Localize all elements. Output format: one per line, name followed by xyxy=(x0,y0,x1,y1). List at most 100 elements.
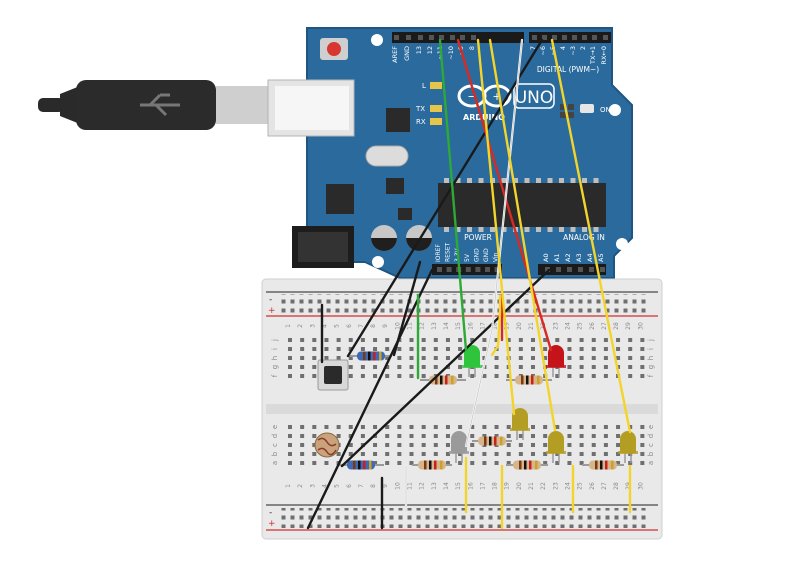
column-number: 26 xyxy=(589,482,596,490)
row-letter: f xyxy=(271,374,279,377)
led-l-label: L xyxy=(422,82,426,90)
wire xyxy=(346,38,544,358)
power-pin-label: Vin xyxy=(493,252,500,262)
column-number: 25 xyxy=(577,322,584,330)
digital-pin-label: 7 xyxy=(529,46,537,50)
column-number: 25 xyxy=(577,482,584,490)
digital-pin-label: ~3 xyxy=(569,46,577,56)
analog-pin-label: A2 xyxy=(564,253,572,262)
column-number: 15 xyxy=(455,482,462,490)
column-number: 28 xyxy=(613,322,620,330)
model-text: UNO xyxy=(515,88,554,108)
row-letter: d xyxy=(647,434,655,438)
svg-text:+: + xyxy=(492,90,501,103)
column-number: 9 xyxy=(382,324,389,328)
model-badge xyxy=(513,83,555,109)
power-pin-label: GND xyxy=(483,248,490,262)
rail-minus-label: - xyxy=(269,295,272,305)
analog-pin-label: A3 xyxy=(575,253,583,262)
column-number: 3 xyxy=(309,324,316,328)
digital-header-label: DIGITAL (PWM~) xyxy=(537,65,599,74)
row-letter: c xyxy=(647,443,655,447)
digital-pin-label: ~6 xyxy=(539,46,547,56)
led-green xyxy=(462,345,482,377)
row-letter: h xyxy=(271,356,279,360)
center-channel xyxy=(266,404,658,414)
column-number: 4 xyxy=(321,484,328,488)
resistor xyxy=(506,460,548,470)
wire xyxy=(550,38,632,434)
column-number: 12 xyxy=(419,322,426,330)
pushbutton[interactable] xyxy=(317,359,349,391)
resistor xyxy=(472,436,512,446)
row-letter: j xyxy=(647,339,655,342)
column-number: 26 xyxy=(589,322,596,330)
column-number: 18 xyxy=(492,322,499,330)
digital-pin-label: AREF xyxy=(391,46,399,63)
column-number: 8 xyxy=(370,484,377,488)
row-letter: d xyxy=(271,434,279,438)
column-number: 2 xyxy=(297,324,304,328)
column-number: 1 xyxy=(285,484,292,488)
column-number: 20 xyxy=(516,322,523,330)
row-letter: b xyxy=(647,451,655,456)
power-pin-label: IOREF xyxy=(435,244,442,262)
digital-pin-label: TX→1 xyxy=(589,46,597,65)
column-number: 14 xyxy=(443,322,450,330)
column-number: 18 xyxy=(492,482,499,490)
column-number: 15 xyxy=(455,322,462,330)
breadboard: - + - + 11223344556677889910101111121213… xyxy=(261,278,663,540)
digital-pin-label: 8 xyxy=(468,46,476,50)
led-yellow xyxy=(546,431,566,463)
analog-header-label: ANALOG IN xyxy=(563,233,605,242)
wire xyxy=(490,294,502,357)
led-tx-label: TX xyxy=(415,105,425,113)
resistor xyxy=(582,460,624,470)
digital-pin-label: GND xyxy=(403,46,411,61)
crystal xyxy=(365,145,409,167)
column-number: 16 xyxy=(467,322,474,330)
analog-pin-label: A4 xyxy=(586,253,594,262)
photoresistor xyxy=(314,432,340,458)
analog-pin-label: A1 xyxy=(553,253,561,262)
rail-plus-label-bottom: + xyxy=(268,519,276,529)
column-number: 6 xyxy=(346,484,353,488)
row-letter: g xyxy=(647,365,655,369)
column-number: 30 xyxy=(637,482,644,490)
microcontroller-chip xyxy=(438,178,606,232)
wire xyxy=(476,38,516,416)
digital-pin-label: 2 xyxy=(579,46,587,50)
svg-text:−: − xyxy=(467,90,476,103)
bottom-power-rail: - + xyxy=(266,504,658,531)
column-number: 17 xyxy=(479,482,486,490)
analog-pin-label: A0 xyxy=(542,253,550,262)
resistors xyxy=(338,351,624,470)
led-yellow xyxy=(510,408,530,440)
resistor xyxy=(350,351,392,361)
column-number: 12 xyxy=(419,482,426,490)
column-number: 19 xyxy=(504,482,511,490)
row-letter: h xyxy=(647,356,655,360)
wire xyxy=(392,260,422,357)
column-number: 7 xyxy=(358,484,365,488)
rail-minus-label-bottom: - xyxy=(269,508,272,518)
digital-pin-label: 13 xyxy=(415,46,423,54)
column-number: 27 xyxy=(601,482,608,490)
column-number: 2 xyxy=(297,484,304,488)
resistor xyxy=(338,460,384,470)
wire xyxy=(340,268,551,468)
resistor xyxy=(506,375,552,385)
column-number: 11 xyxy=(407,482,414,490)
column-number: 11 xyxy=(407,322,414,330)
digital-pin-label: 12 xyxy=(426,46,434,54)
column-number: 22 xyxy=(540,482,547,490)
led-on-label: ON xyxy=(600,106,611,114)
column-number: 1 xyxy=(285,324,292,328)
column-number: 17 xyxy=(479,322,486,330)
power-pin-label: RESET xyxy=(445,242,452,262)
power-pin-label: GND xyxy=(473,248,480,262)
row-letter: f xyxy=(647,374,655,377)
